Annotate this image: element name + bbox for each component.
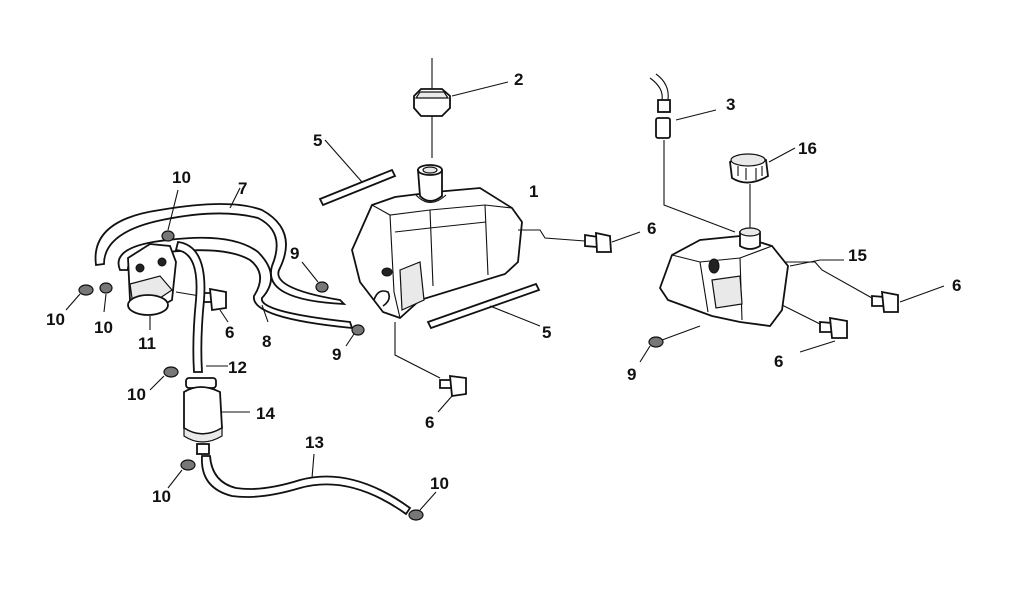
clamp-10-e [167,459,196,489]
fuel-tank-main [351,187,523,320]
callout-6-aux-bottom: 6 [774,352,783,371]
callout-10-left: 10 [46,310,65,329]
callout-6-main-bottom: 6 [425,413,434,432]
callout-14: 14 [256,404,275,423]
callout-5-lower: 5 [542,323,551,342]
callout-6-aux-right: 6 [952,276,961,295]
hose-13 [201,453,412,516]
callout-9-a: 9 [290,244,299,263]
callout-6-main-right: 6 [647,219,656,238]
aux-fuel-cap [729,147,796,228]
filler-neck [415,164,447,204]
callout-7: 7 [238,179,247,198]
clamp-10-f [408,491,437,521]
callout-5-upper: 5 [313,131,322,150]
callout-10-pump-bottom: 10 [94,318,113,337]
hose-upper [94,187,347,306]
fuel-pump [127,243,177,330]
callout-12: 12 [228,358,247,377]
callout-13: 13 [305,433,324,452]
fuel-filter [183,377,250,455]
callout-10-hose-end: 10 [430,474,449,493]
callout-9-b: 9 [332,345,341,364]
hose-lower [117,236,354,330]
callout-16: 16 [798,139,817,158]
bolt-aux-bottom [751,289,848,353]
callout-11: 11 [138,334,156,353]
callout-3: 3 [726,95,735,114]
bolt-aux-right [785,261,945,313]
clamp-10-a [65,284,94,311]
bolt-main-bottom [394,322,467,413]
clamp-10-c [161,189,179,242]
fuel-tank-aux [658,227,844,327]
fuel-sensor [649,73,736,233]
clamp-9-b [345,324,365,347]
rubber-strip-lower [426,282,541,330]
rubber-strip-upper [318,139,397,207]
callout-8: 8 [262,332,271,351]
fuel-cap [413,58,509,158]
clamp-10-d [149,366,179,391]
callout-10-filter-bottom: 10 [152,487,171,506]
callout-15: 15 [848,246,867,265]
clamp-9-c [639,325,701,363]
clamp-9-a [301,261,329,293]
hose-12 [174,241,228,373]
callout-1: 1 [529,182,538,201]
callout-2: 2 [514,70,523,89]
callout-9-c: 9 [627,365,636,384]
clamp-10-b [99,282,113,313]
callout-6-pump: 6 [225,323,234,342]
callout-10-filter-top: 10 [127,385,146,404]
bolt-main-right [518,229,641,253]
callout-10-pump-top: 10 [172,168,191,187]
